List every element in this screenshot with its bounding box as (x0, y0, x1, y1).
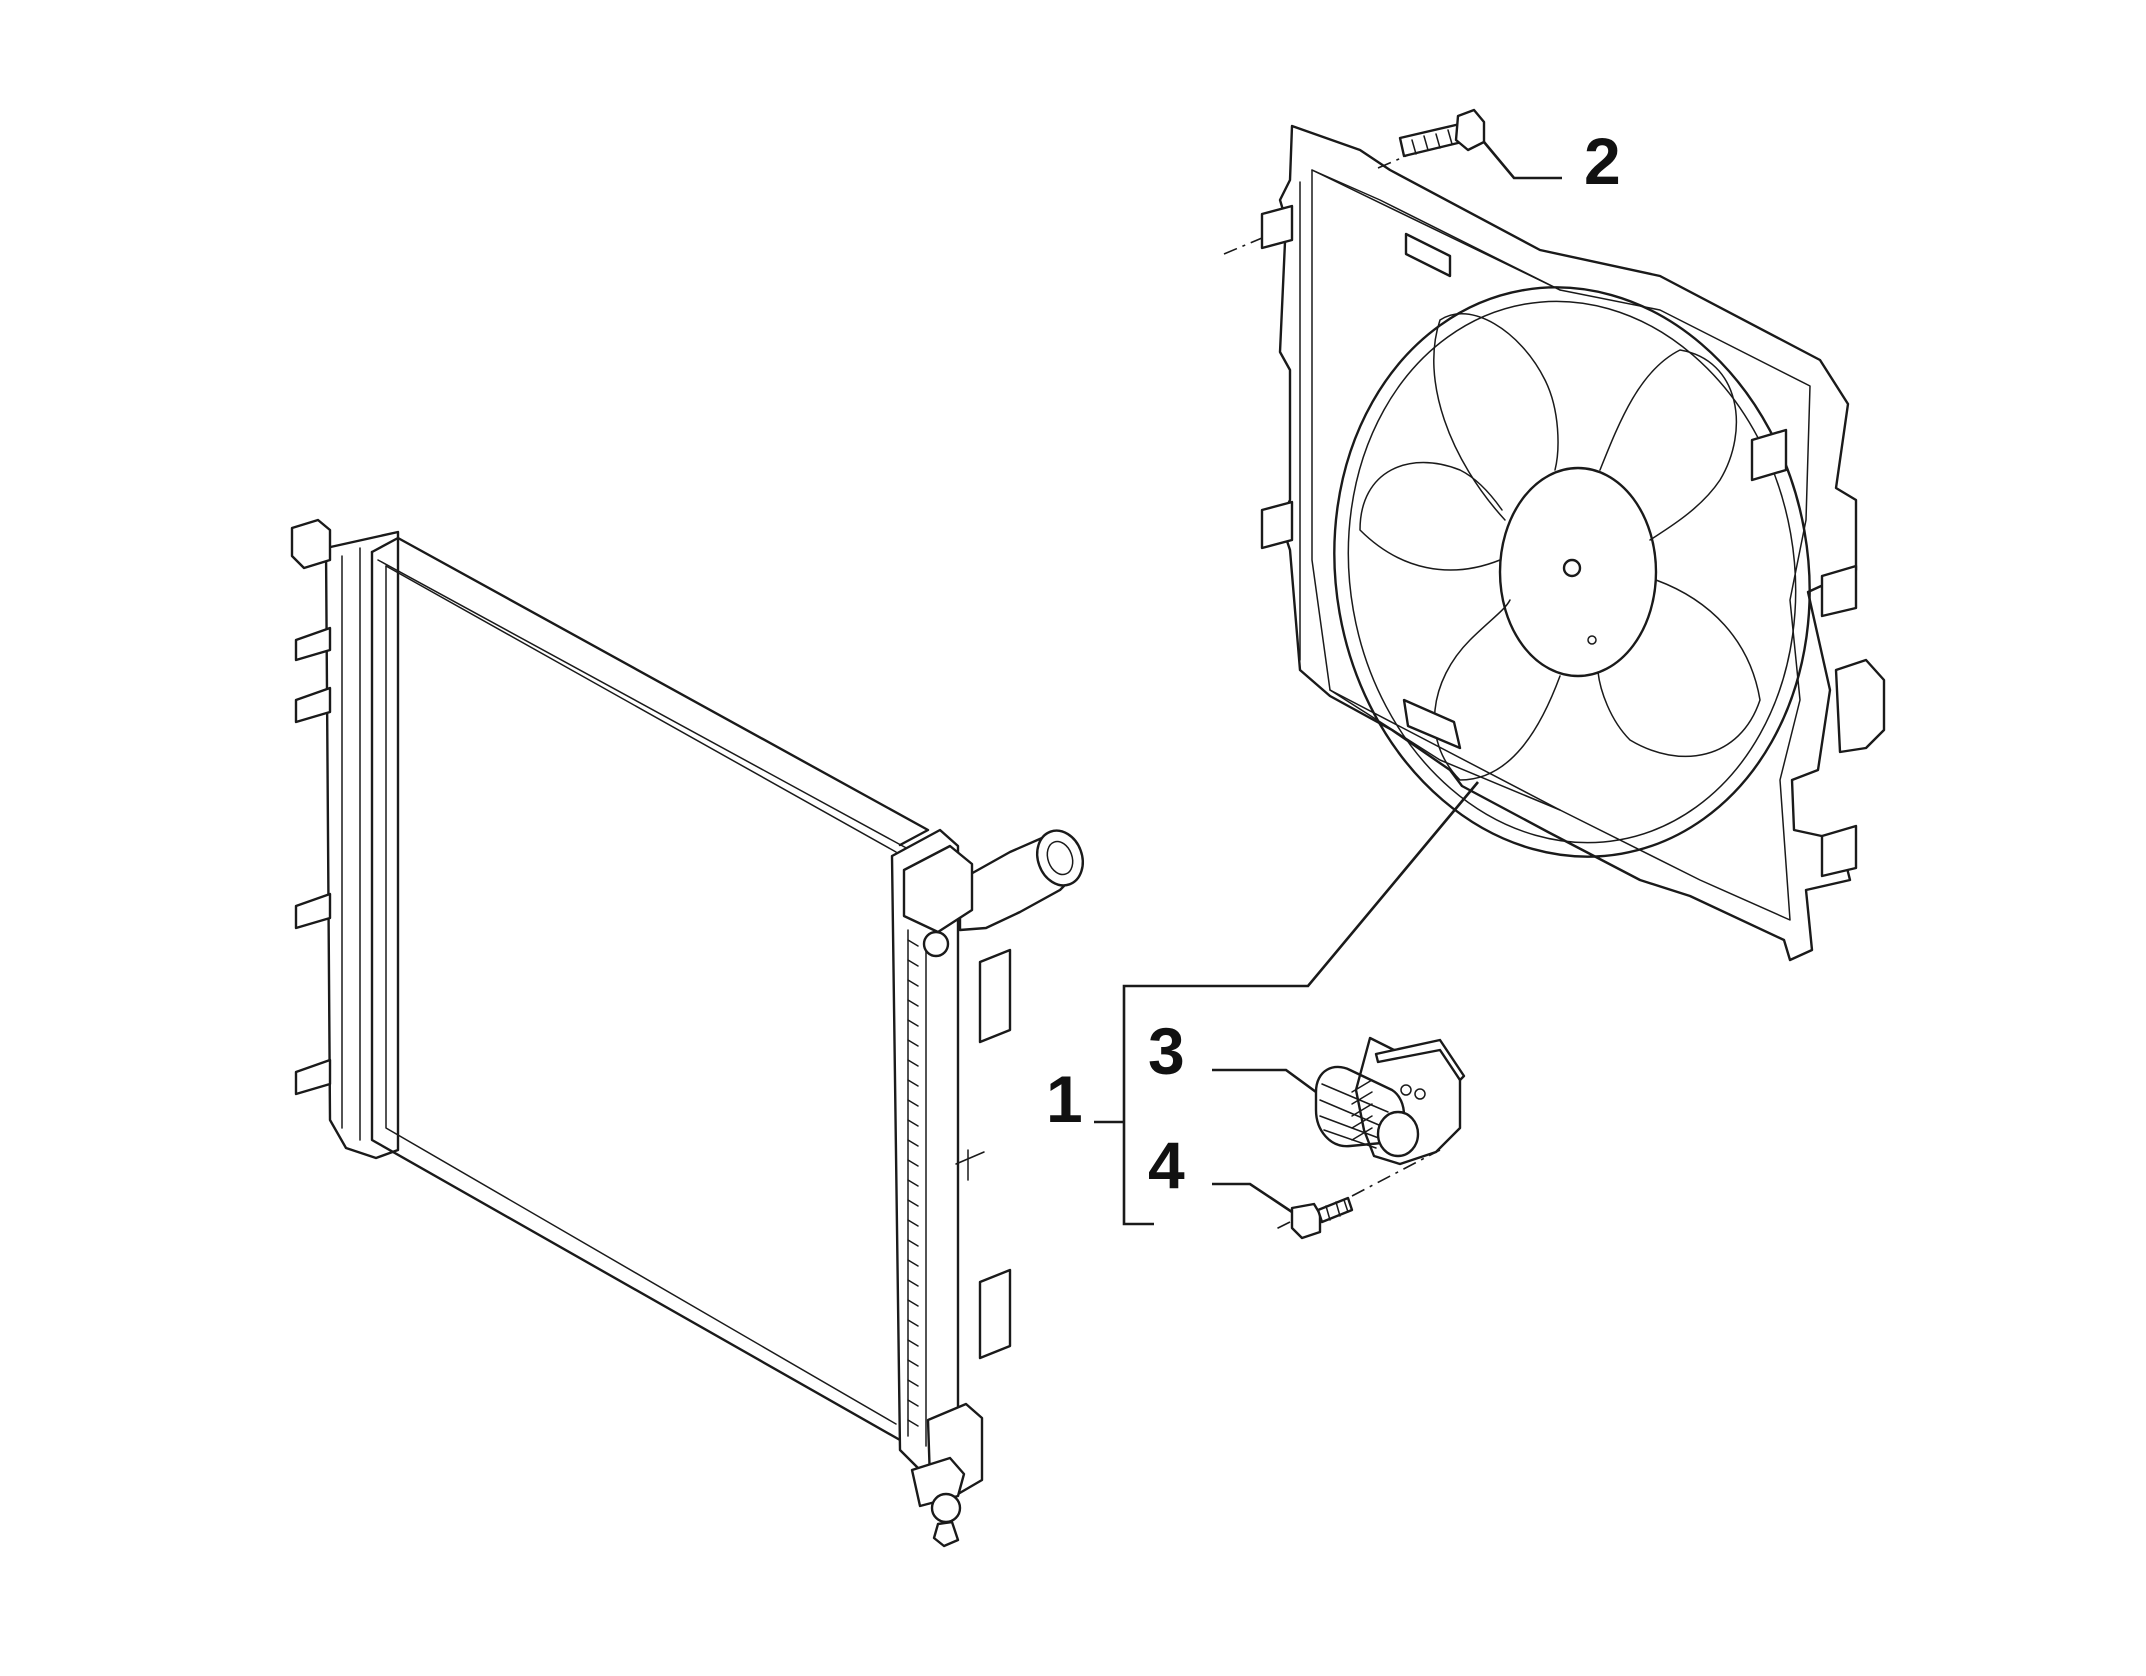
fan-shroud-assembly (1223, 124, 1886, 962)
leader-lines (1094, 141, 1562, 1226)
fan-resistor-part-3 (1314, 1036, 1466, 1166)
callout-label-3: 3 (1148, 1014, 1185, 1088)
bolt-part-2 (1398, 108, 1486, 158)
callout-label-1: 1 (1046, 1062, 1083, 1136)
callout-label-2: 2 (1584, 124, 1621, 198)
screw-part-4 (1273, 1149, 1441, 1240)
callout-label-4: 4 (1148, 1128, 1185, 1202)
radiator (290, 518, 1084, 1548)
